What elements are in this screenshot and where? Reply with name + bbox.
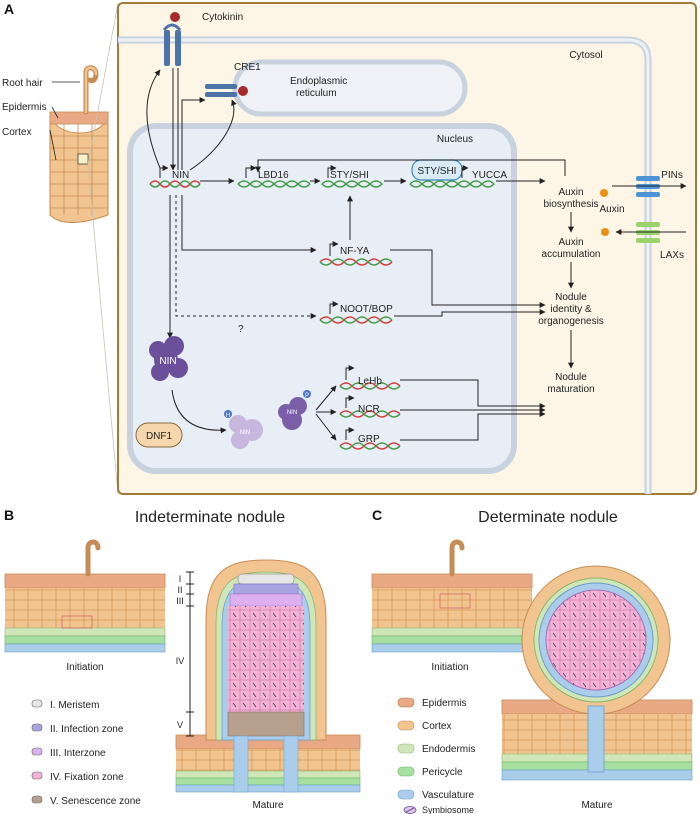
cortex-label: Cortex bbox=[2, 127, 31, 138]
cre1-receptor bbox=[205, 84, 248, 97]
nucleus bbox=[127, 123, 517, 474]
mod-h-label: H bbox=[226, 413, 230, 419]
b-zone-ruler bbox=[186, 571, 194, 737]
b-initiation-label: Initiation bbox=[66, 662, 103, 673]
auxin-molecule-1 bbox=[600, 189, 608, 197]
c-legend-cortex: Cortex bbox=[422, 721, 451, 732]
b-mature-nodule bbox=[175, 559, 361, 793]
panel-b-title: Indeterminate nodule bbox=[135, 509, 285, 526]
b-legend bbox=[31, 699, 43, 804]
dnf1-label: DNF1 bbox=[146, 431, 173, 442]
auxin-bio-2: biosynthesis bbox=[543, 199, 598, 210]
nod-mat-1: Nodule bbox=[555, 372, 587, 383]
nf-ya-gene bbox=[319, 241, 393, 266]
grp-gene bbox=[339, 427, 401, 450]
zone-tick-i: I bbox=[179, 574, 182, 584]
ncr-label: NCR bbox=[358, 404, 380, 415]
auxin-molecule-2 bbox=[601, 228, 609, 236]
cytokinin-receptor bbox=[162, 12, 182, 66]
sty-shi-protein-label: STY/SHI bbox=[418, 166, 457, 177]
cytosol-label: Cytosol bbox=[569, 50, 602, 61]
pins-label: PINs bbox=[661, 170, 683, 181]
auxin-bio-1: Auxin bbox=[558, 187, 583, 198]
ncr-gene bbox=[339, 395, 401, 418]
question-mark: ? bbox=[238, 324, 244, 335]
root-hair-label: Root hair bbox=[2, 78, 43, 89]
zone-tick-iv: IV bbox=[176, 656, 185, 666]
yucca-label: YUCCA bbox=[472, 170, 507, 181]
zone-tick-ii: II bbox=[177, 585, 182, 595]
b-legend-senescence: V. Senescence zone bbox=[50, 796, 141, 807]
er-label-2: reticulum bbox=[296, 88, 337, 99]
auxin-acc-2: accumulation bbox=[542, 249, 601, 260]
nin-small-2: NIN bbox=[287, 410, 297, 416]
zone-tick-iii: III bbox=[176, 596, 184, 606]
auxin-label: Auxin bbox=[599, 204, 624, 215]
b-legend-interzone: III. Interzone bbox=[50, 748, 106, 759]
panel-a-label: A bbox=[4, 1, 14, 17]
panel-c-label: C bbox=[372, 507, 382, 523]
nin-cleaved-protein bbox=[224, 410, 263, 449]
nod-id-1: Nodule bbox=[555, 292, 587, 303]
auxin-acc-1: Auxin bbox=[558, 237, 583, 248]
nin-protein-label: NIN bbox=[159, 356, 176, 367]
laxs-label: LAXs bbox=[660, 250, 684, 261]
b-legend-meristem: I. Meristem bbox=[50, 700, 99, 711]
endoplasmic-reticulum bbox=[232, 59, 468, 117]
nod-id-3: organogenesis bbox=[538, 316, 604, 327]
nucleus-label: Nucleus bbox=[437, 134, 473, 145]
b-legend-fixation: IV. Fixation zone bbox=[50, 772, 124, 783]
nin-protein bbox=[149, 336, 188, 381]
cytokinin-label: Cytokinin bbox=[202, 12, 243, 23]
modification-h bbox=[224, 410, 232, 418]
dnf1-enzyme bbox=[135, 422, 183, 448]
epidermis-label: Epidermis bbox=[2, 102, 46, 113]
sty-shi-gene bbox=[321, 165, 383, 188]
nin-small-1: NIN bbox=[240, 430, 250, 436]
nin-gene bbox=[149, 165, 201, 188]
c-legend-epidermis: Epidermis bbox=[422, 698, 466, 709]
b-initiation-root bbox=[4, 539, 166, 653]
c-legend bbox=[397, 697, 417, 814]
lbd16-label: LBD16 bbox=[258, 170, 289, 181]
panel-c-title: Determinate nodule bbox=[478, 509, 618, 526]
nf-ya-label: NF-YA bbox=[340, 246, 370, 257]
nin-gene-label: NIN bbox=[172, 170, 189, 181]
cre1-label: CRE1 bbox=[234, 62, 261, 73]
cytokinin-molecule bbox=[170, 12, 180, 22]
nod-mat-2: maturation bbox=[547, 384, 594, 395]
grp-label: GRP bbox=[358, 434, 380, 445]
b-legend-infection: II. Infection zone bbox=[50, 724, 124, 735]
sty-shi-gene-label: STY/SHI bbox=[330, 170, 369, 181]
zone-tick-v: V bbox=[177, 720, 183, 730]
c-legend-symbiosome: Symbiosome bbox=[422, 805, 474, 814]
c-legend-pericycle: Pericycle bbox=[422, 767, 463, 778]
b-mature-label: Mature bbox=[252, 800, 284, 811]
tissue-cartoon bbox=[49, 2, 119, 495]
nin-active-protein bbox=[278, 390, 311, 430]
c-mature-label: Mature bbox=[581, 800, 613, 811]
modification-p bbox=[303, 390, 311, 398]
c-mature-nodule bbox=[501, 565, 693, 781]
c-initiation-root bbox=[371, 539, 533, 653]
lehb-gene bbox=[339, 365, 401, 390]
c-legend-vasculature: Vasculature bbox=[422, 790, 475, 801]
nod-id-2: identity & bbox=[550, 304, 591, 315]
mod-p-label: P bbox=[305, 393, 309, 399]
c-initiation-label: Initiation bbox=[431, 662, 468, 673]
lehb-label: LeHb bbox=[358, 376, 382, 387]
lax-transporter bbox=[636, 222, 660, 243]
er-label-1: Endoplasmic bbox=[290, 76, 347, 87]
c-legend-endodermis: Endodermis bbox=[422, 744, 475, 755]
lbd16-gene bbox=[237, 165, 311, 188]
panel-b-label: B bbox=[4, 507, 14, 523]
noot-bop-gene bbox=[319, 301, 393, 324]
noot-bop-label: NOOT/BOP bbox=[340, 304, 393, 315]
